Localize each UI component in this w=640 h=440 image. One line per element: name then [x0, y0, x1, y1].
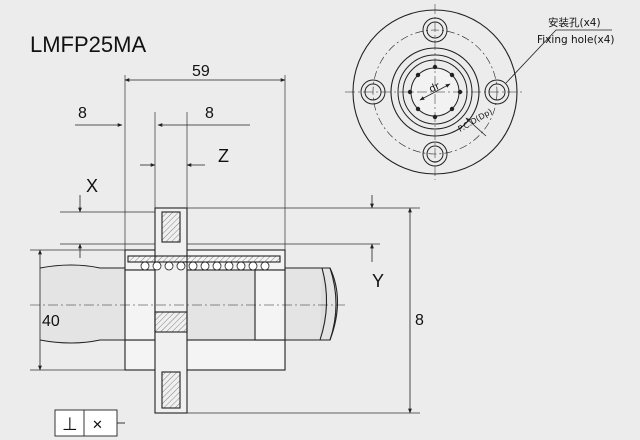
dim-x: X — [86, 176, 98, 196]
perpendicular-symbol: ⊥ — [62, 414, 78, 434]
dim-z: Z — [218, 146, 229, 166]
dim-left-offset: 8 — [78, 105, 87, 122]
dim-overall-length: 59 — [192, 63, 210, 80]
dim-flange-width: 8 — [205, 105, 214, 122]
shaft — [39, 264, 338, 344]
datum-symbol: ✕ — [92, 418, 103, 433]
part-title: LMFP25MA — [30, 32, 146, 57]
front-view — [345, 4, 612, 180]
dim-right-height: 8 — [415, 312, 424, 329]
extension-lines — [30, 75, 420, 414]
ball-row — [140, 261, 270, 271]
side-view — [30, 207, 345, 414]
ball-dots — [407, 64, 463, 120]
fixing-hole-label-en: Fixing hole(x4) — [537, 34, 615, 46]
tolerance-frame: ⊥ ✕ — [54, 409, 125, 437]
dim-outer-diameter: 40 — [42, 313, 60, 330]
dim-y: Y — [372, 271, 384, 291]
dimension-lines — [38, 78, 412, 414]
fixing-hole-label-cn: 安装孔(x4) — [548, 16, 601, 29]
